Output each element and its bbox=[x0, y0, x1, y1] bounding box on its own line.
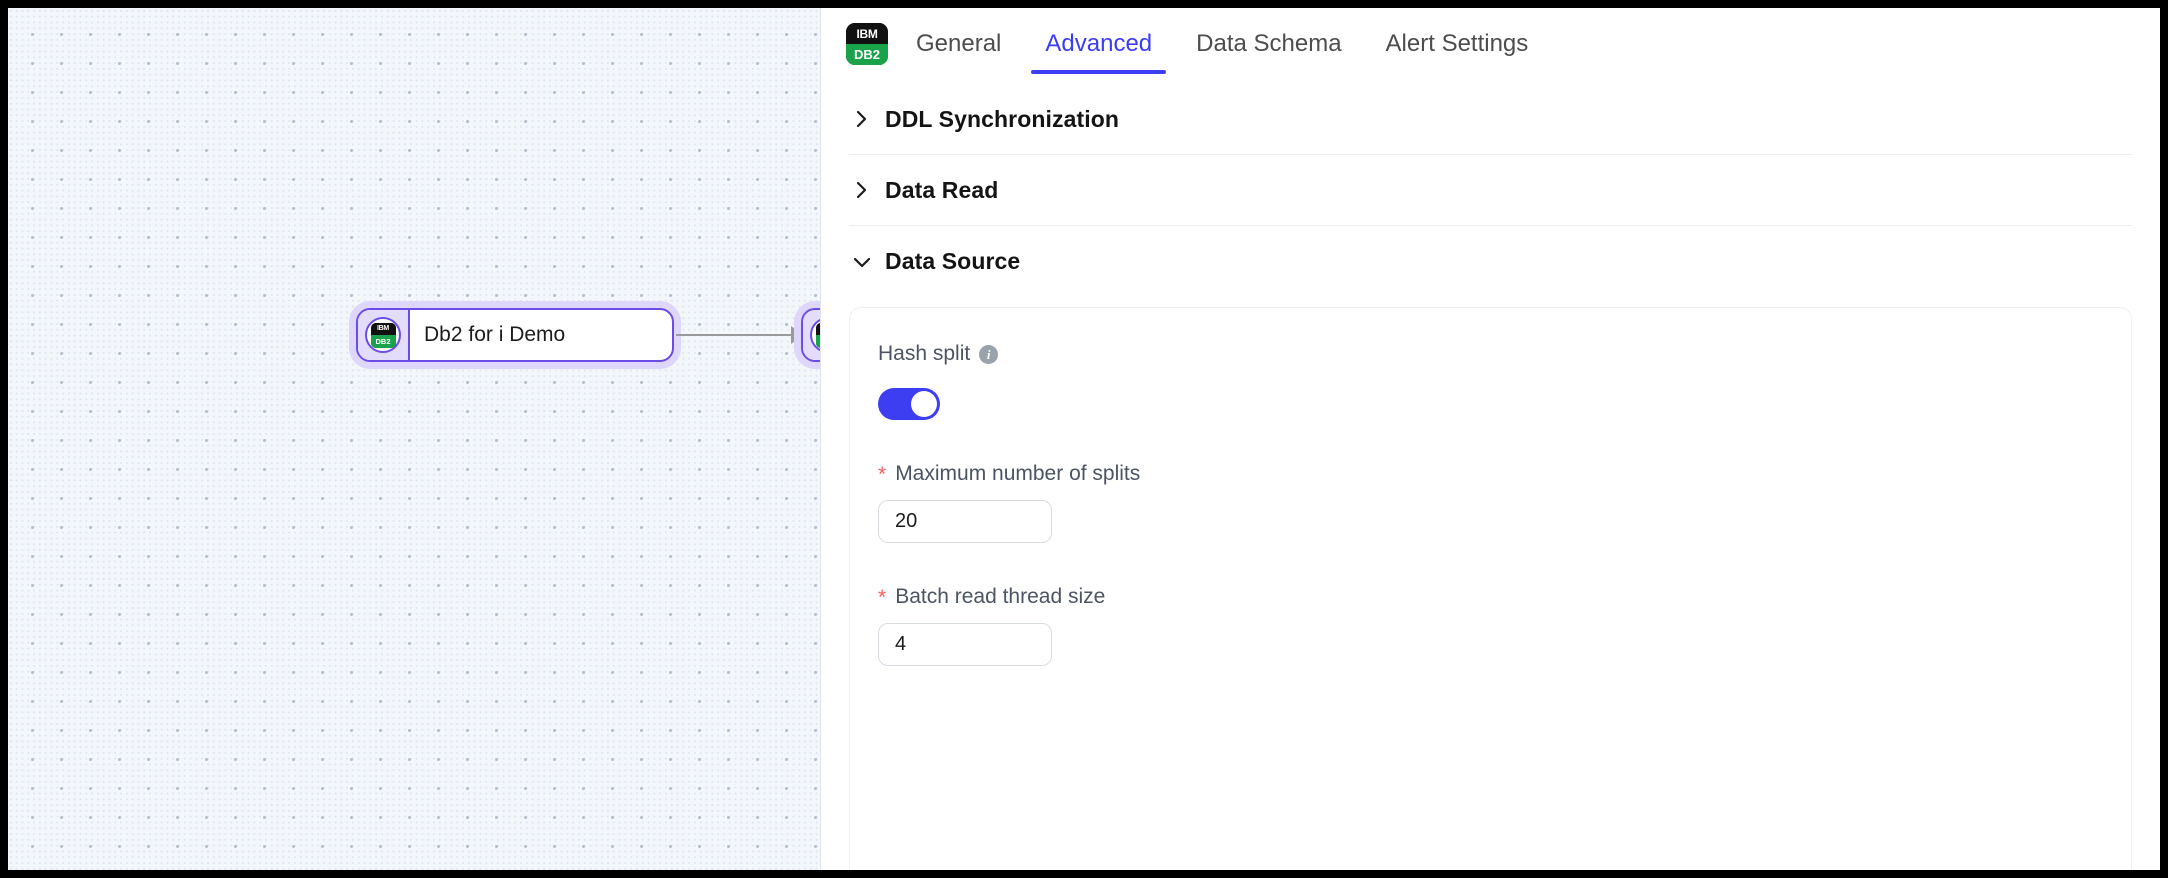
batch-read-thread-size-field: * Batch read thread size 4 bbox=[878, 585, 2131, 666]
section-title: Data Source bbox=[885, 248, 1021, 274]
hash-split-label: Hash split bbox=[878, 342, 971, 365]
max-splits-label: Maximum number of splits bbox=[895, 462, 1141, 485]
accordion-sections: DDL Synchronization Data Read Data Sourc… bbox=[821, 84, 2160, 870]
ibm-db2-icon: IBM DB2 bbox=[846, 23, 888, 65]
tab-advanced[interactable]: Advanced bbox=[1031, 8, 1166, 84]
db2-logo-text: DB2 bbox=[370, 335, 396, 348]
chevron-right-icon bbox=[849, 180, 875, 200]
ibm-logo-text: IBM bbox=[846, 23, 888, 44]
chevron-right-icon bbox=[849, 109, 875, 129]
section-header-data-read[interactable]: Data Read bbox=[849, 155, 2132, 226]
tab-general[interactable]: General bbox=[916, 30, 1002, 57]
section-header-ddl-synchronization[interactable]: DDL Synchronization bbox=[849, 84, 2132, 155]
db2-logo-text: DB2 bbox=[846, 44, 888, 65]
max-splits-label-row: * Maximum number of splits bbox=[878, 462, 2131, 486]
info-icon[interactable]: i bbox=[979, 344, 999, 364]
connector-line bbox=[676, 334, 791, 336]
tab-alert-settings[interactable]: Alert Settings bbox=[1385, 30, 1529, 57]
batch-read-thread-size-label: Batch read thread size bbox=[895, 585, 1106, 608]
ibm-logo-text: IBM bbox=[370, 322, 396, 335]
flow-node-label: Db2 for i Demo bbox=[424, 323, 566, 346]
batch-read-thread-size-label-row: * Batch read thread size bbox=[878, 585, 2131, 609]
section-title: Data Read bbox=[885, 176, 999, 203]
ibm-logo-text: IBM bbox=[815, 322, 820, 335]
flow-node-icon-slot: IBM DB2 bbox=[803, 310, 820, 360]
flow-node-target[interactable]: IBM DB2 bbox=[801, 308, 820, 362]
flow-node-icon-circle: IBM DB2 bbox=[365, 317, 401, 353]
toggle-knob bbox=[911, 391, 937, 417]
tab-bar: IBM DB2 General Advanced Data Schema Ale… bbox=[821, 8, 2160, 84]
flow-connector bbox=[676, 326, 804, 344]
app-window: IBM DB2 Db2 for i Demo IBM DB2 bbox=[8, 8, 2160, 870]
section-header-data-source[interactable]: Data Source bbox=[849, 226, 2132, 297]
flow-node-icon-slot: IBM DB2 bbox=[358, 310, 410, 360]
flow-canvas[interactable]: IBM DB2 Db2 for i Demo IBM DB2 bbox=[8, 8, 821, 870]
details-panel: IBM DB2 General Advanced Data Schema Ale… bbox=[821, 8, 2160, 870]
ibm-db2-icon: IBM DB2 bbox=[370, 322, 396, 348]
db2-logo-text: DB2 bbox=[815, 335, 820, 348]
chevron-down-icon bbox=[849, 255, 875, 269]
ibm-db2-icon: IBM DB2 bbox=[815, 322, 820, 348]
section-title: DDL Synchronization bbox=[885, 105, 1120, 132]
tab-data-schema[interactable]: Data Schema bbox=[1196, 30, 1342, 57]
required-marker: * bbox=[878, 585, 887, 609]
hash-split-label-row: Hash split i bbox=[878, 342, 2131, 366]
hash-split-toggle[interactable] bbox=[878, 388, 940, 420]
panel-brand-icon: IBM DB2 bbox=[846, 23, 888, 65]
connector-arrow-icon bbox=[791, 326, 804, 344]
max-splits-field: * Maximum number of splits 20 bbox=[878, 462, 2131, 543]
flow-node-db2-demo[interactable]: IBM DB2 Db2 for i Demo bbox=[356, 308, 674, 362]
required-marker: * bbox=[878, 462, 887, 486]
data-source-form: Hash split i * Maximum number of splits … bbox=[849, 307, 2132, 870]
flow-node-icon-circle: IBM DB2 bbox=[810, 317, 820, 353]
batch-read-thread-size-input[interactable]: 4 bbox=[878, 623, 1052, 666]
max-splits-input[interactable]: 20 bbox=[878, 500, 1052, 543]
